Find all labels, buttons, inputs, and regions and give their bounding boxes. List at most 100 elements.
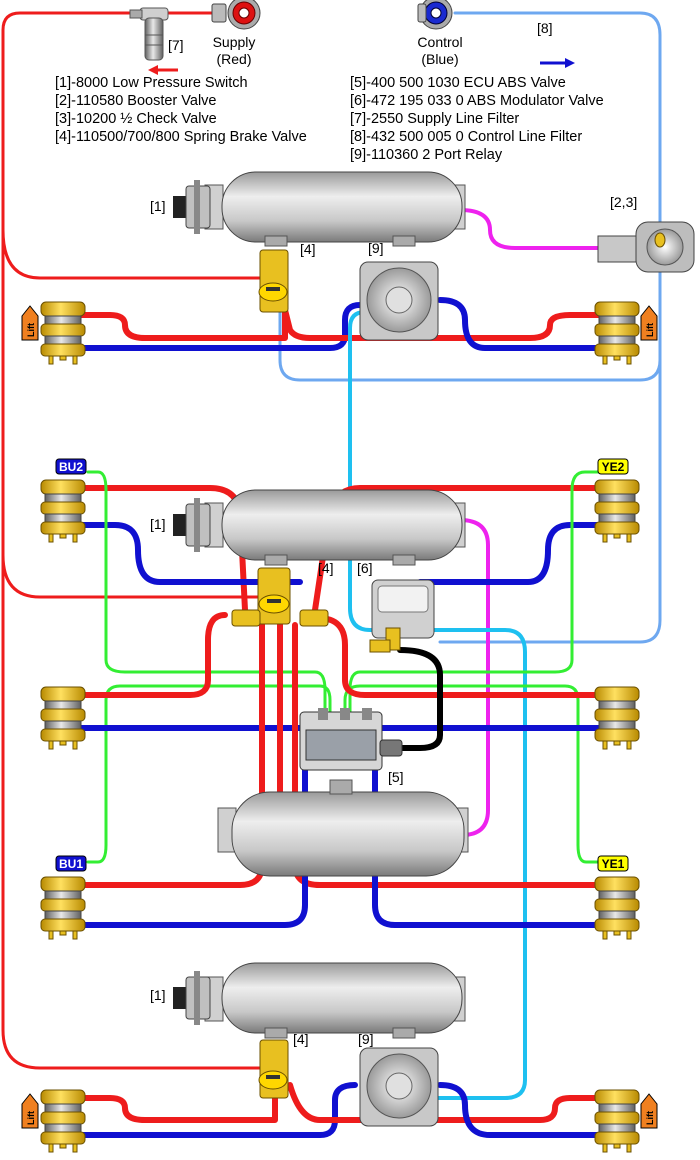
tag-bu2: BU2: [55, 458, 87, 475]
supply-branch-top: [1, 228, 277, 280]
relay-callout: [9]: [368, 240, 384, 256]
low-right-control: [372, 767, 603, 928]
control-line-top: [278, 11, 662, 382]
legend-item: [8]-432 500 005 0 Control Line Filter: [350, 129, 582, 145]
booster-valve-icon: [597, 221, 695, 273]
control-label: Control: [417, 34, 462, 50]
brake-chamber-icon: [594, 686, 640, 750]
legend-item: [6]-472 195 033 0 ABS Modulator Valve: [350, 93, 604, 109]
supply-main-line: [1, 11, 277, 1070]
ecu-cable: [392, 647, 443, 751]
wire-bu1: [86, 684, 332, 864]
brake-chamber-icon: [40, 301, 86, 365]
tag-bu2-label: BU2: [59, 460, 83, 474]
legend-right: [5]-400 500 1030 ECU ABS Valve [6]-472 1…: [350, 75, 604, 163]
filter-callout: [7]: [168, 37, 184, 53]
bot-left-supply: [77, 1082, 278, 1123]
brake-chamber-icon: [40, 686, 86, 750]
modulator-callout: [6]: [357, 560, 373, 576]
brake-chamber-icon: [594, 876, 640, 940]
relay-valve-icon: [359, 1047, 439, 1127]
lift-tag: Lift: [21, 305, 39, 341]
legend-item: [3]-10200 ½ Check Valve: [55, 111, 217, 127]
air-tank-middle: [204, 489, 466, 566]
sensor-line: [348, 310, 527, 1100]
supply-branch-mid: [1, 553, 277, 599]
top-right-supply: [282, 307, 603, 341]
brake-chamber-icon: [594, 1089, 640, 1153]
legend-item: [9]-110360 2 Port Relay: [350, 147, 503, 163]
tag-ye1-label: YE1: [602, 857, 625, 871]
mid-left-control: [77, 522, 303, 585]
relay-valve-icon: [359, 261, 439, 341]
mid-axle-right-supply: [315, 615, 603, 698]
lift-tag: Lift: [21, 1093, 39, 1129]
lift-tag-label: Lift: [645, 323, 655, 337]
flow-arrow-left-icon: [148, 65, 178, 75]
tag-ye1: YE1: [597, 855, 629, 872]
tag-ye2-label: YE2: [602, 460, 625, 474]
switch-callout: [1]: [150, 516, 166, 532]
spring-valve-callout: [4]: [293, 1031, 309, 1047]
bot-right-supply: [287, 1082, 603, 1123]
lift-tag-label: Lift: [645, 1111, 655, 1125]
switch-callout: [1]: [150, 198, 166, 214]
supply-label: Supply: [213, 34, 256, 50]
ecu-abs-valve-icon: [299, 708, 403, 771]
legend-item: [2]-110580 Booster Valve: [55, 93, 216, 109]
tag-bu1: BU1: [55, 855, 87, 872]
low-pressure-switch-icon: [173, 180, 211, 234]
brake-chamber-icon: [40, 876, 86, 940]
supply-gladhand-icon: [211, 0, 261, 30]
top-left-control: [77, 302, 363, 351]
brake-chamber-icon: [40, 1089, 86, 1153]
abs-modulator-icon: [369, 579, 435, 653]
tag-bu1-label: BU1: [59, 857, 83, 871]
legend-item: [1]-8000 Low Pressure Switch: [55, 75, 248, 91]
booster-callout: [2,3]: [610, 194, 637, 210]
low-left-control: [77, 767, 308, 928]
spring-brake-valve-icon: [231, 567, 329, 627]
supply-line-filter-icon: [129, 7, 169, 61]
low-pressure-switch-icon: [173, 498, 211, 552]
brake-chamber-icon: [40, 479, 86, 543]
control-line-mid: [438, 358, 662, 644]
air-tank-lower: [217, 779, 469, 877]
brake-chamber-icon: [594, 479, 640, 543]
ecu-callout: [5]: [388, 769, 404, 785]
relay-callout: [9]: [358, 1031, 374, 1047]
control-gladhand-icon: [417, 0, 453, 30]
legend-item: [5]-400 500 1030 ECU ABS Valve: [350, 75, 566, 91]
control-filter-callout: [8]: [537, 20, 553, 36]
wire-ye2: [348, 470, 602, 714]
air-tank-bottom: [204, 962, 466, 1039]
legend-item: [7]-2550 Supply Line Filter: [350, 111, 519, 127]
mid-right-control: [417, 522, 603, 585]
spring-brake-valve-icon: [258, 249, 289, 313]
booster-line: [458, 208, 602, 250]
lift-tag: Lift: [640, 305, 658, 341]
bot-right-control: [437, 1082, 603, 1138]
brake-chamber-icon: [594, 301, 640, 365]
legend-left: [1]-8000 Low Pressure Switch [2]-110580 …: [55, 75, 307, 145]
control-sublabel: (Blue): [421, 51, 458, 67]
tag-ye2: YE2: [597, 458, 629, 475]
bot-left-control: [77, 1082, 358, 1138]
magenta-lower-line: [458, 518, 490, 837]
air-tank-top: [204, 171, 466, 247]
spring-valve-callout: [4]: [300, 241, 316, 257]
lift-tag-label: Lift: [26, 1111, 36, 1125]
lift-tag-label: Lift: [26, 323, 36, 337]
supply-sublabel: (Red): [216, 51, 251, 67]
mid-axle-left-supply: [77, 612, 228, 698]
top-left-supply: [77, 307, 288, 341]
low-pressure-switch-icon: [173, 971, 211, 1025]
spring-valve-callout: [4]: [318, 560, 334, 576]
top-right-control: [437, 297, 603, 351]
spring-brake-valve-icon: [258, 1039, 289, 1099]
switch-callout: [1]: [150, 987, 166, 1003]
wire-bu2: [86, 470, 327, 714]
lift-tag: Lift: [640, 1093, 658, 1129]
flow-arrow-right-icon: [540, 58, 575, 68]
